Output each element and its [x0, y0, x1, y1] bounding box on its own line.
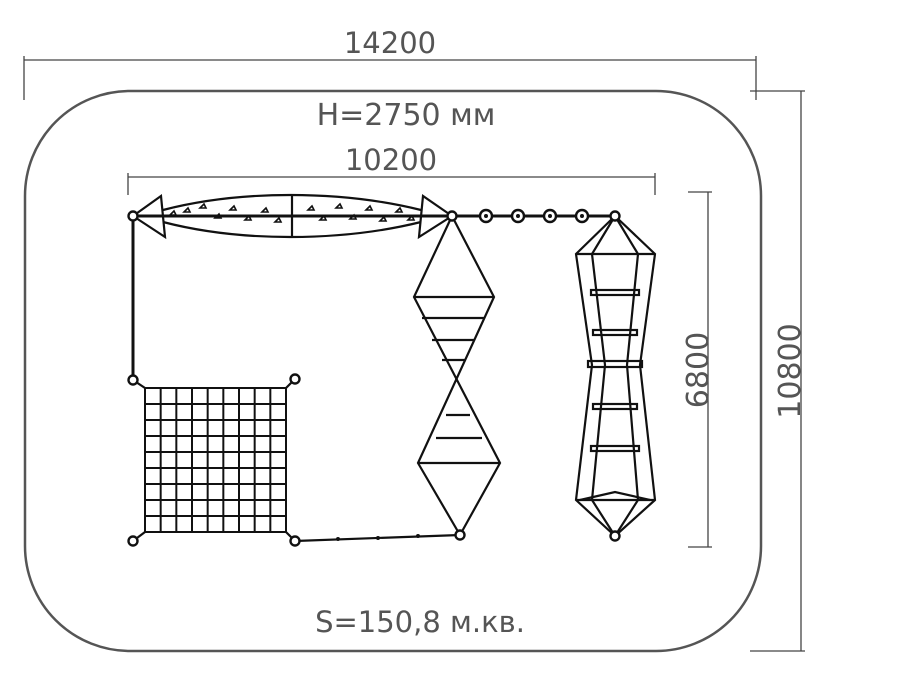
diamond-ladder — [412, 215, 502, 536]
area-label: S=150,8 м.кв. — [315, 605, 525, 639]
safety-zone-outline — [23, 89, 763, 653]
post-net-top-left — [127, 374, 139, 386]
total-depth-label: 10800 — [773, 323, 808, 418]
dimension-inner-depth: 6800 — [681, 191, 716, 548]
climbing-holds — [168, 202, 416, 223]
height-label: H=2750 мм — [317, 98, 496, 133]
post-tower-bottom — [609, 530, 621, 542]
ring-rope — [452, 208, 615, 224]
inner-width-label: 10200 — [345, 143, 437, 177]
post-net-bottom-right — [289, 535, 301, 547]
post-net-bottom-left — [127, 535, 139, 547]
dimension-inner-width: 10200 — [127, 143, 656, 195]
post-ladder-bottom — [454, 529, 466, 541]
net-grid — [144, 387, 287, 533]
post-bridge-end — [446, 210, 458, 222]
total-width-label: 14200 — [344, 26, 436, 60]
climbing-net — [132, 378, 296, 542]
dimension-total-width: 14200 — [23, 26, 757, 100]
bottom-rope — [294, 533, 461, 543]
anchor-posts — [127, 210, 621, 547]
post-tower-top — [609, 210, 621, 222]
rope-bridge — [131, 193, 454, 240]
dimension-total-depth: 10800 — [750, 90, 808, 652]
spindle-tower — [574, 215, 657, 537]
post-net-top-right — [289, 373, 301, 385]
inner-depth-label: 6800 — [681, 332, 716, 408]
post-top-left — [127, 210, 139, 222]
